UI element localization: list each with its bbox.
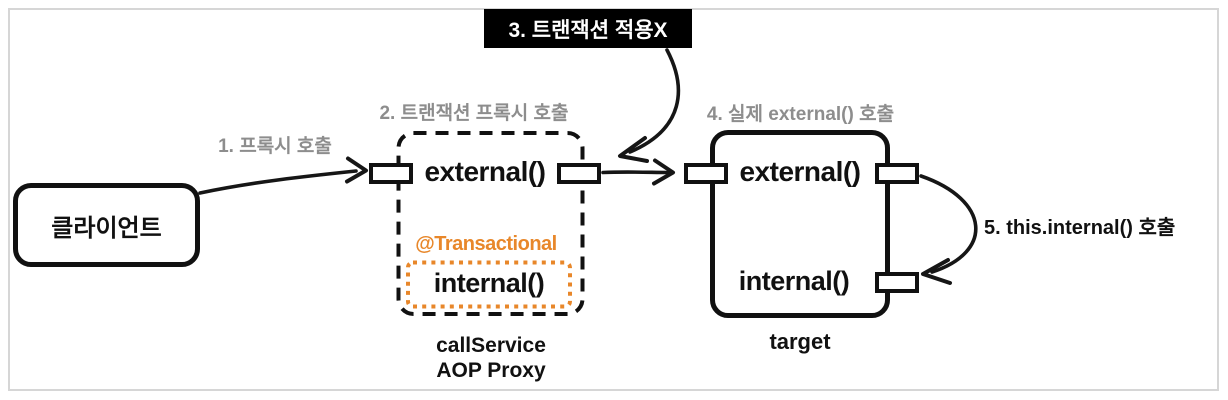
client-label: 클라이언트 (51, 214, 162, 242)
target-caption: target (769, 329, 831, 354)
step3-label: 3. 트랜잭션 적용X (508, 18, 668, 42)
transactional-annotation: @Transactional (415, 233, 557, 255)
target-external-right-port (875, 163, 919, 184)
proxy-external-left-port (369, 163, 413, 184)
proxy-external-right-port (557, 163, 601, 184)
step3-callout: 3. 트랜잭션 적용X (484, 9, 692, 48)
proxy-dashed-border (396, 131, 585, 316)
arrow-no-transaction (628, 48, 681, 154)
proxy-caption: callService AOP Proxy (396, 333, 586, 383)
step2-label: 2. 트랜잭션 프록시 호출 (379, 103, 569, 124)
target-box (710, 130, 890, 318)
proxy-internal-method: internal() (433, 268, 545, 298)
arrowhead-self-internal-call (921, 258, 952, 285)
step4-label: 4. 실제 external() 호출 (706, 104, 895, 125)
internal-dotted-border (406, 260, 572, 309)
arrow-self-internal-call (919, 174, 978, 274)
proxy-caption-line2: AOP Proxy (436, 359, 546, 382)
target-internal-right-port (875, 272, 919, 293)
proxy-external-method: external() (424, 156, 546, 187)
target-internal-method: internal() (738, 266, 850, 296)
target-external-method: external() (739, 156, 861, 187)
arrowhead-no-transaction (618, 136, 649, 163)
proxy-caption-line1: callService (436, 334, 546, 357)
arrowhead-proxy-call (345, 156, 368, 184)
target-external-left-port (684, 163, 728, 184)
step5-label: 5. this.internal() 호출 (984, 217, 1176, 239)
step1-label: 1. 프록시 호출 (218, 136, 332, 157)
client-box: 클라이언트 (13, 183, 200, 267)
arrow-proxy-call (198, 169, 358, 195)
arrowhead-target-call (652, 158, 675, 186)
